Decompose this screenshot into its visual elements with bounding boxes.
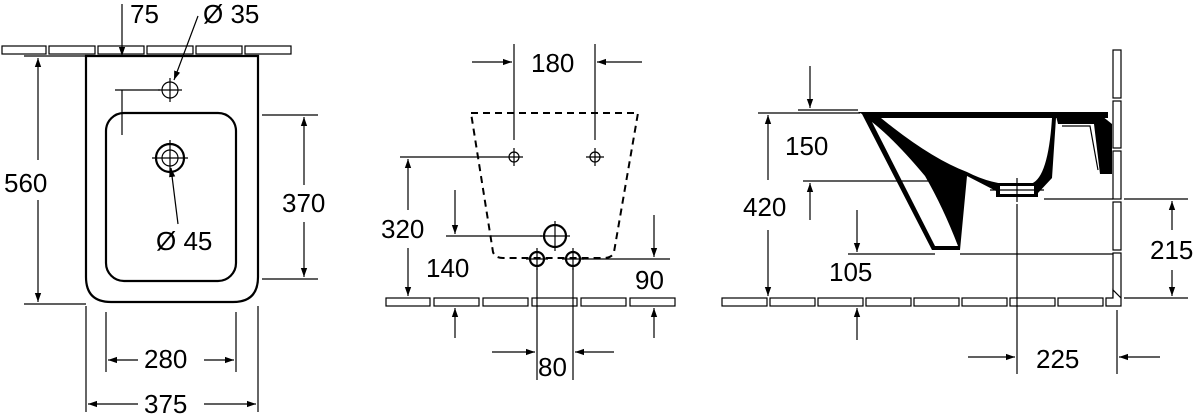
- side-view: 150 420 105 215 225: [721, 49, 1193, 374]
- dim-bowl-width: 280: [144, 344, 187, 374]
- bidet-side-inner: [881, 118, 1052, 185]
- dim-tap-offset: 75: [130, 0, 159, 29]
- dim-drain: Ø 45: [156, 226, 212, 256]
- dim-supply-spacing: 80: [538, 352, 567, 382]
- bidet-front-outline: [84, 54, 260, 304]
- mounting-bolt-right: [586, 148, 604, 166]
- tap-hole: [158, 78, 182, 102]
- dim-outlet-height: 215: [1150, 235, 1193, 265]
- dim-top-offset: 150: [785, 131, 828, 161]
- supply-right: [562, 248, 584, 270]
- side-wall: [1112, 49, 1122, 299]
- outlet-pipe: [990, 178, 1044, 202]
- mounting-bolt-left: [505, 148, 523, 166]
- dim-outlet-distance: 225: [1036, 344, 1079, 374]
- dim-drain-height: 140: [426, 253, 469, 283]
- dim-bowl-height: 370: [282, 188, 325, 218]
- dim-bolt-spacing: 180: [531, 48, 574, 78]
- wall-floor-strip: [385, 297, 676, 307]
- front-view: 75 Ø 35 560 370 Ø 45 280 375: [1, 0, 325, 416]
- dim-rim-height: 420: [743, 192, 786, 222]
- dim-tap-hole: Ø 35: [203, 0, 259, 29]
- side-floor-strip: [721, 288, 1122, 307]
- front-wall-strip: [1, 45, 292, 55]
- dim-bolt-height: 320: [381, 214, 424, 244]
- bidet-side-bowl: [872, 122, 958, 246]
- dim-height: 560: [4, 168, 47, 198]
- wall-view: 180 320 140 90 80: [381, 44, 676, 382]
- dim-supply-height: 90: [635, 265, 664, 295]
- dim-trap-height: 105: [829, 257, 872, 287]
- supply-left: [526, 248, 548, 270]
- wall-drain: [540, 221, 570, 251]
- bidet-side-back: [1056, 116, 1112, 174]
- bidet-bowl-outline: [104, 111, 238, 283]
- dim-width: 375: [144, 389, 187, 416]
- drain-hole: [152, 140, 188, 176]
